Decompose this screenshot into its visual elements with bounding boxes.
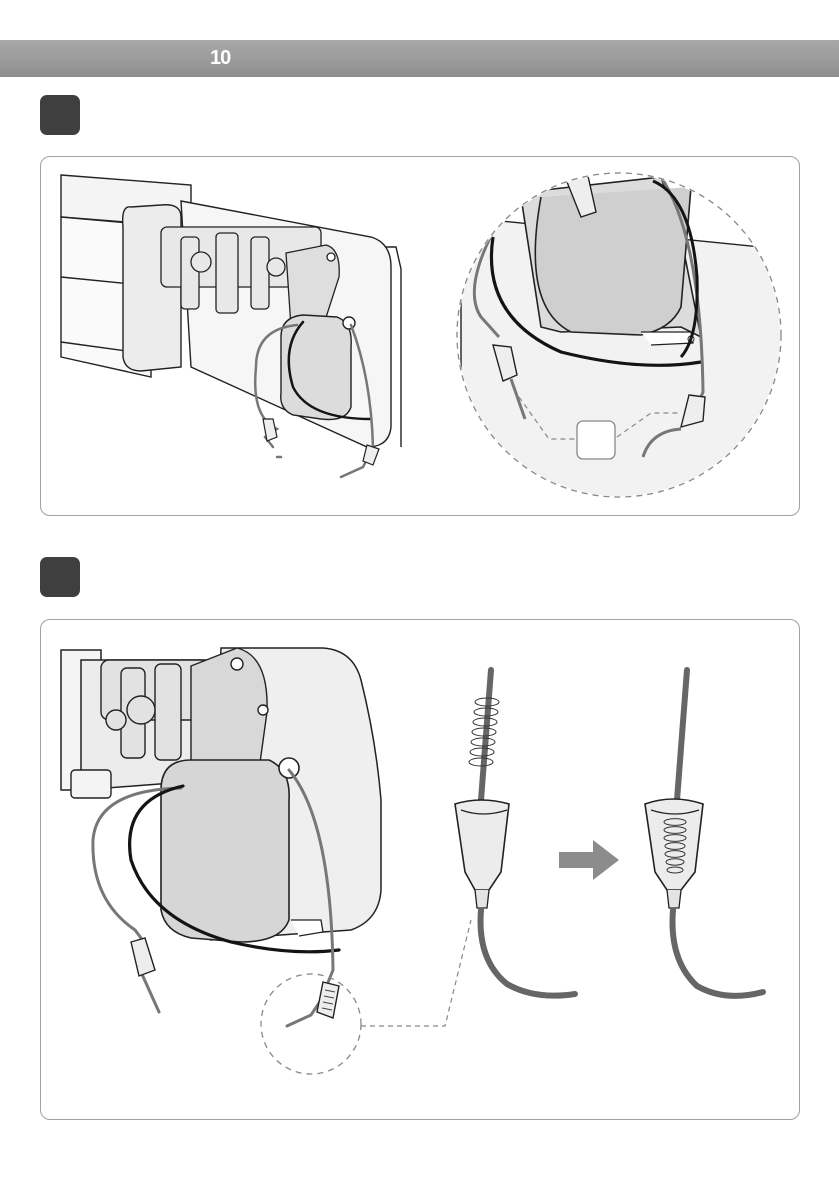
step-badge-2	[40, 557, 80, 597]
page-number: 10	[210, 40, 230, 77]
detail-callout-circle	[261, 974, 361, 1074]
motor-cylinder	[281, 315, 355, 420]
spring-contact-after	[645, 670, 763, 996]
right-arrow-icon	[559, 840, 619, 880]
connector-left	[131, 938, 155, 976]
header-bar: 10	[0, 40, 839, 77]
step-2-panel	[40, 619, 800, 1120]
connector-right	[317, 982, 339, 1018]
step-badge-1	[40, 95, 80, 135]
detail-leader	[361, 920, 471, 1026]
callout-zoom-detail	[461, 167, 799, 515]
callout-label-box	[577, 421, 615, 459]
step-1-panel	[40, 156, 800, 516]
spring-contact-before	[455, 670, 575, 996]
step-2-illustration	[41, 620, 799, 1119]
step-1-illustration	[41, 157, 799, 515]
